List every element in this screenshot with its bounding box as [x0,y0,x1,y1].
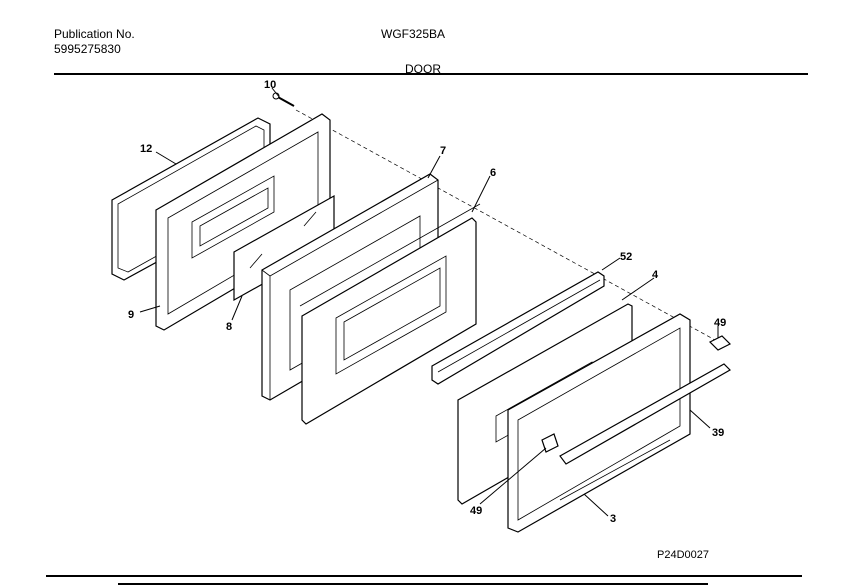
inner-panel-part-6 [299,203,481,425]
section-title: DOOR [405,62,441,76]
callout-10: 10 [264,79,276,91]
callout-49-left: 49 [470,505,482,517]
callout-3: 3 [610,513,616,525]
leader-lines [139,87,719,517]
screw-part-10 [272,92,295,107]
publication-number: 5995275830 [54,42,121,56]
trim-strip-part-52 [431,271,605,385]
drawing-code: P24D0027 [657,549,709,561]
callout-4: 4 [652,269,659,281]
callout-9: 9 [128,309,134,321]
callout-39: 39 [712,427,724,439]
callout-6: 6 [490,167,496,179]
callout-49-right: 49 [714,317,726,329]
model-number: WGF325BA [381,27,446,41]
outer-door-frame-part-3 [507,313,691,533]
assembly-axis [295,109,716,341]
callout-7: 7 [440,145,446,157]
handle-endcap-part-49-right [708,335,732,351]
handle-part-39 [559,363,731,465]
publication-label: Publication No. [54,27,135,41]
callout-52: 52 [620,251,632,263]
callout-12: 12 [140,143,152,155]
handle-endcap-part-49-left [541,433,559,453]
callout-8: 8 [226,321,232,333]
